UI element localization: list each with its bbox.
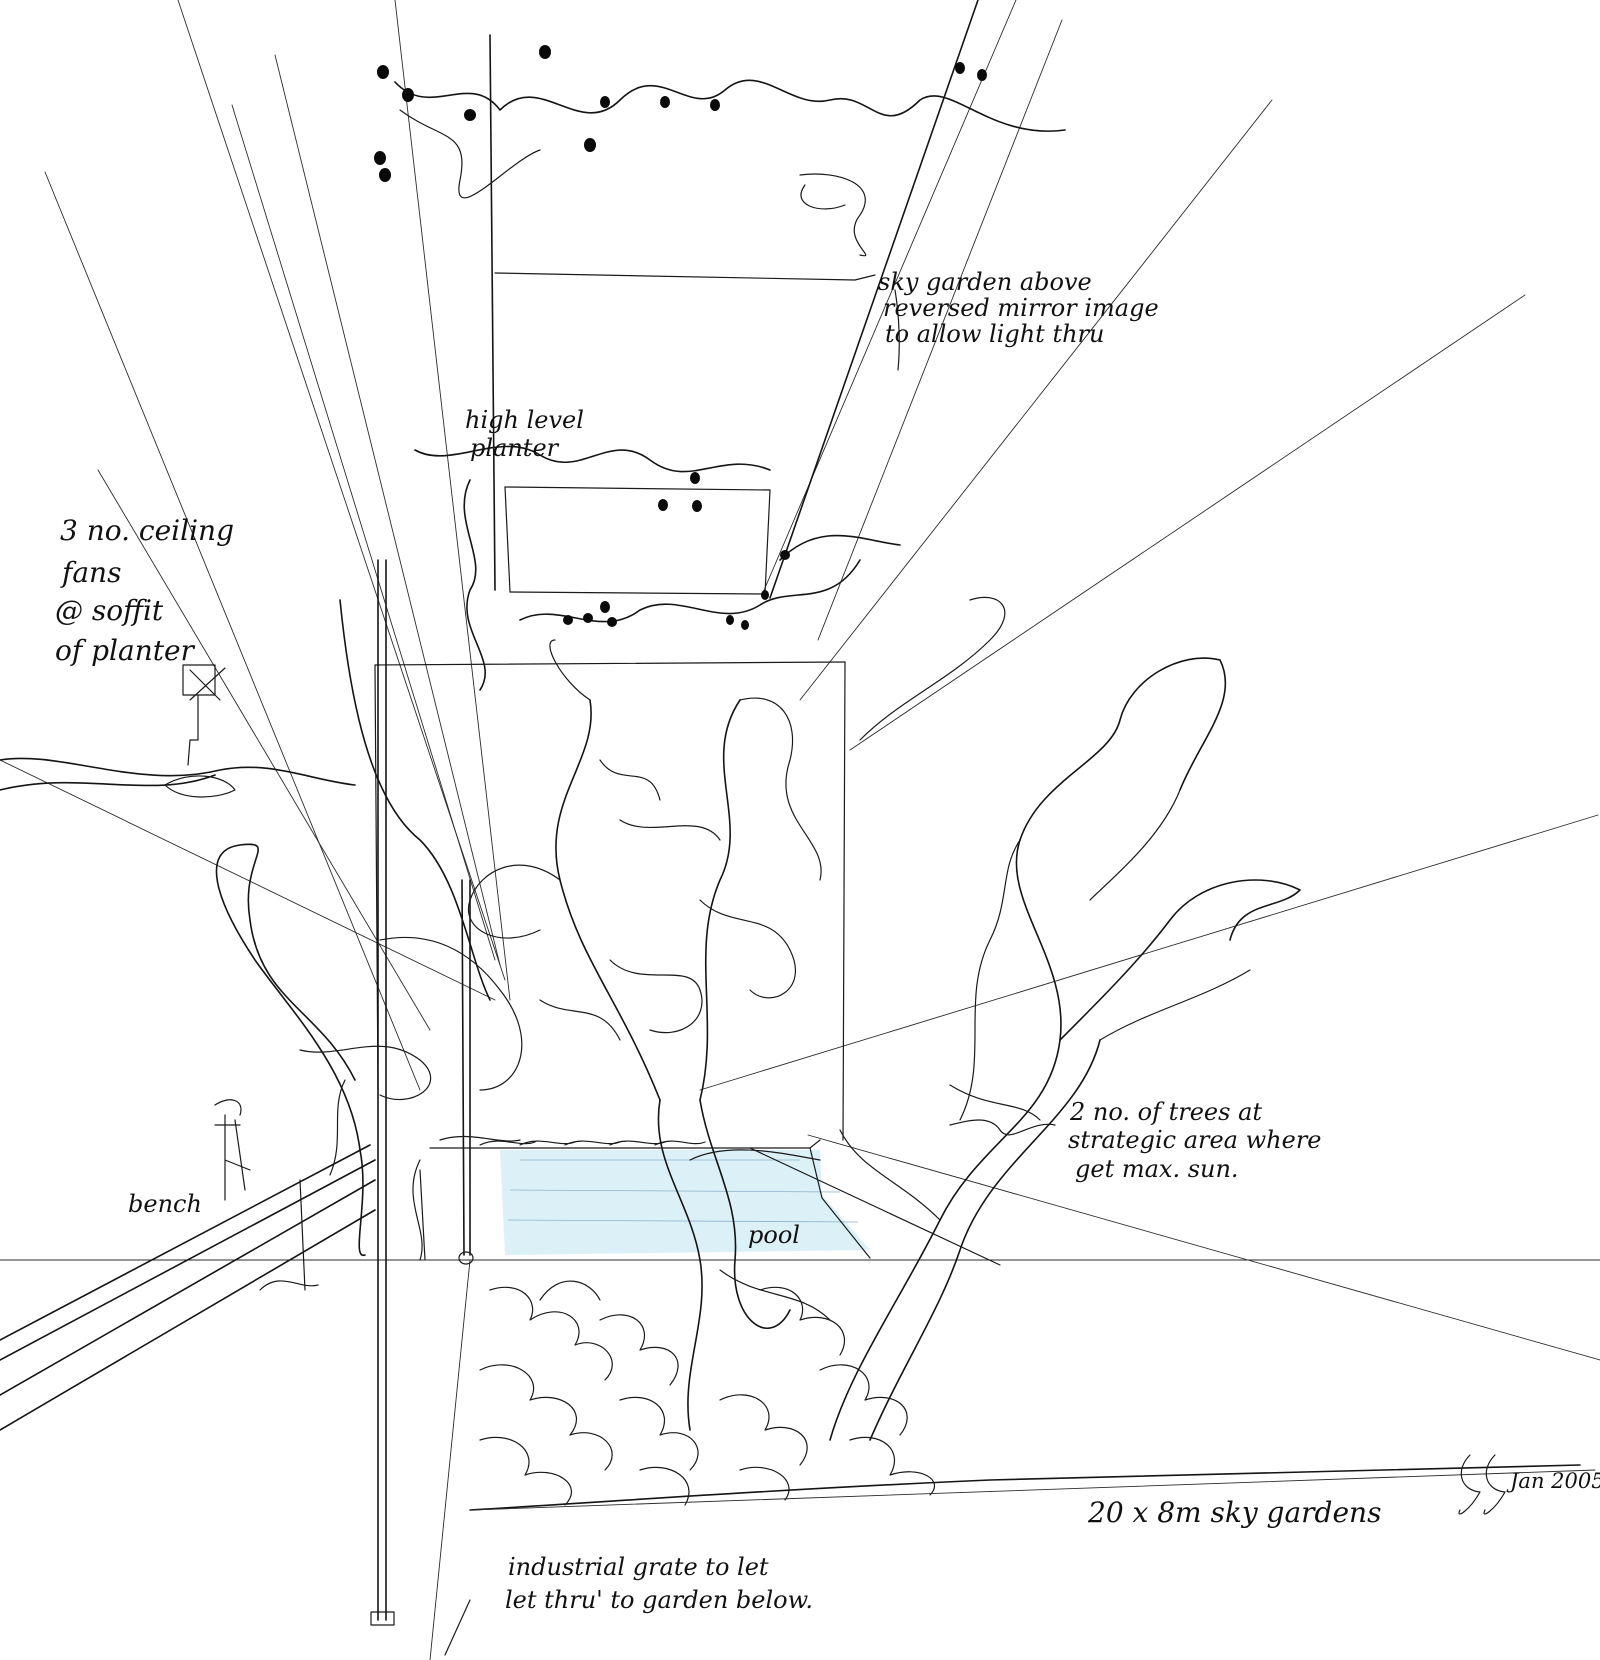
bench xyxy=(0,1099,376,1431)
sky-garden-opening xyxy=(394,0,1066,599)
pool xyxy=(419,1135,1001,1266)
ceiling-fans-note: 3 no. ceiling fans @ soffit of planter xyxy=(55,514,234,667)
sky-garden-note-line-1: sky garden above xyxy=(878,268,1092,296)
trees-note-line-2: strategic area where xyxy=(1068,1126,1322,1154)
tree-center xyxy=(467,639,831,1431)
signature: Jan 2005 xyxy=(1458,1454,1600,1515)
tree-left xyxy=(215,599,523,1261)
pool-label: pool xyxy=(748,1221,800,1249)
trees-note-line-3: get max. sun. xyxy=(1075,1155,1239,1183)
signature-date: Jan 2005 xyxy=(1506,1469,1600,1493)
trees-note-line-1: 2 no. of trees at xyxy=(1069,1098,1262,1126)
drawing-title: 20 x 8m sky gardens xyxy=(1087,1496,1381,1529)
ceiling-fan-planter xyxy=(0,664,356,798)
foliage-dots xyxy=(374,45,987,630)
high-level-planter-note-line-1: high level xyxy=(465,406,584,434)
pool-water xyxy=(500,1150,870,1255)
high-level-planter-note-line-2: planter xyxy=(470,434,560,462)
tree-right xyxy=(829,596,1301,1441)
trees-note: 2 no. of trees at strategic area where g… xyxy=(1068,1098,1322,1183)
sky-garden-note-line-3: to allow light thru xyxy=(885,320,1104,348)
sky-garden-note: sky garden above reversed mirror image t… xyxy=(878,268,1159,348)
ceiling-fans-note-line-4: of planter xyxy=(55,634,196,667)
leader-lines xyxy=(444,274,1056,1656)
ceiling-fans-note-line-2: fans xyxy=(60,556,121,589)
high-level-planter-note: high level planter xyxy=(465,406,584,462)
grate-foliage xyxy=(469,1280,1596,1511)
bench-label: bench xyxy=(128,1190,202,1218)
grate-note-line-2: let thru' to garden below. xyxy=(505,1586,813,1614)
high-level-planter xyxy=(374,445,901,1141)
ceiling-fans-note-line-3: @ soffit xyxy=(55,594,164,627)
sky-garden-note-line-2: reversed mirror image xyxy=(883,294,1159,322)
grate-note-line-1: industrial grate to let xyxy=(508,1553,769,1581)
ceiling-fans-note-line-1: 3 no. ceiling xyxy=(60,514,234,547)
grate-note: industrial grate to let let thru' to gar… xyxy=(505,1553,813,1614)
